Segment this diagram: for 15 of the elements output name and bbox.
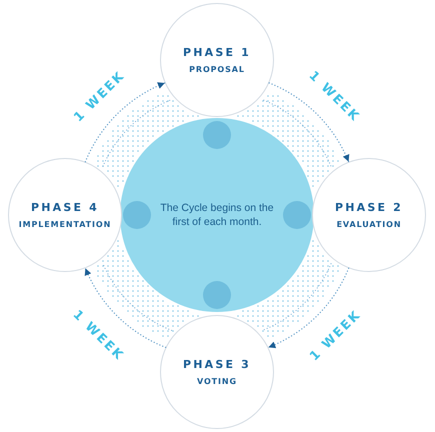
phase-name: IMPLEMENTATION [18, 220, 112, 229]
arrow [268, 268, 350, 348]
phase-name: PROPOSAL [189, 65, 245, 74]
phase-title: PHASE 1 [182, 46, 252, 59]
arrow [268, 82, 350, 162]
phase-name: EVALUATION [336, 220, 402, 229]
phase-title: PHASE 2 [334, 201, 404, 214]
phase-title: PHASE 4 [30, 201, 100, 214]
phase-name: VOTING [197, 377, 237, 386]
arrow [84, 268, 166, 348]
hub-circle [120, 118, 314, 312]
phase-title: PHASE 3 [182, 358, 252, 371]
arrow [84, 82, 166, 162]
hub-text: The Cycle begins on the first of each month. [159, 200, 275, 230]
phase-circle [312, 158, 426, 272]
